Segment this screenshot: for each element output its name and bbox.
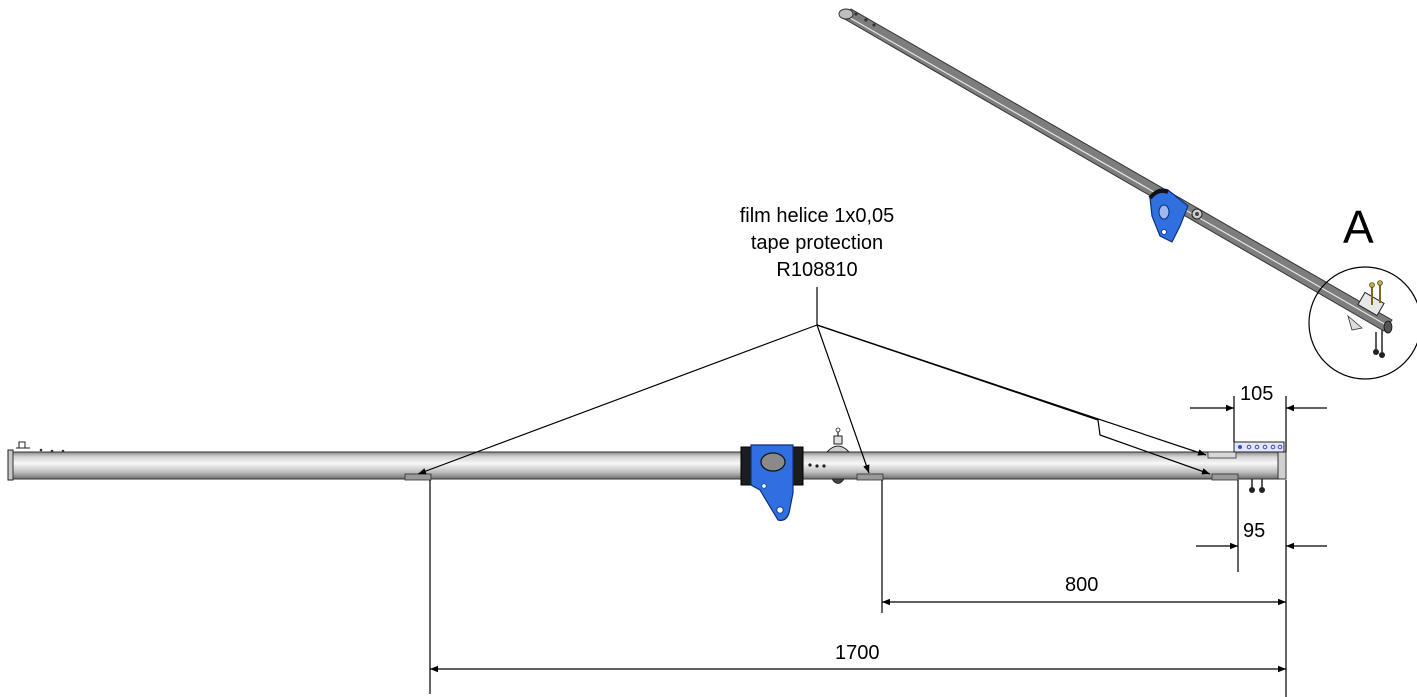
isometric-view: A: [838, 8, 1417, 380]
callout-line-3: R108810: [776, 259, 857, 281]
dimension-95: [1196, 480, 1327, 697]
detail-label: A: [1343, 201, 1374, 253]
blue-bracket: [740, 444, 826, 521]
iso-tube-end-cap: [838, 8, 854, 20]
dimension-800: [881, 480, 1286, 613]
left-small-fitting: [16, 441, 65, 453]
tape-marker-right-top: [1207, 451, 1237, 459]
callout-leaders: [417, 287, 1211, 475]
side-view: 105 95 800 1700: [7, 287, 1327, 697]
iso-blue-bracket: [1148, 188, 1189, 243]
dimension-105-label: 105: [1240, 383, 1273, 405]
iso-fitting: [1191, 208, 1203, 220]
dimension-800-label: 800: [1065, 574, 1098, 596]
callout-line-2: tape protection: [751, 232, 883, 254]
dimension-1700: [429, 480, 1286, 694]
right-end-plate: [1233, 441, 1285, 493]
dimension-105: [1190, 396, 1327, 452]
tape-marker-middle: [856, 473, 884, 481]
detail-circle-a: [1308, 266, 1417, 380]
tape-marker-left: [404, 473, 432, 481]
main-tube: [12, 451, 1286, 480]
tape-marker-right-bottom: [1211, 473, 1239, 481]
dimension-1700-label: 1700: [835, 642, 880, 664]
iso-end-components: [1347, 280, 1393, 358]
dimension-95-label: 95: [1243, 520, 1265, 542]
iso-tube: [842, 8, 1393, 332]
grease-fitting: [825, 427, 851, 484]
callout-line-1: film helice 1x0,05: [740, 205, 895, 227]
tube-left-end-cap: [7, 449, 14, 481]
callout-note: film helice 1x0,05 tape protection R1088…: [740, 205, 895, 281]
